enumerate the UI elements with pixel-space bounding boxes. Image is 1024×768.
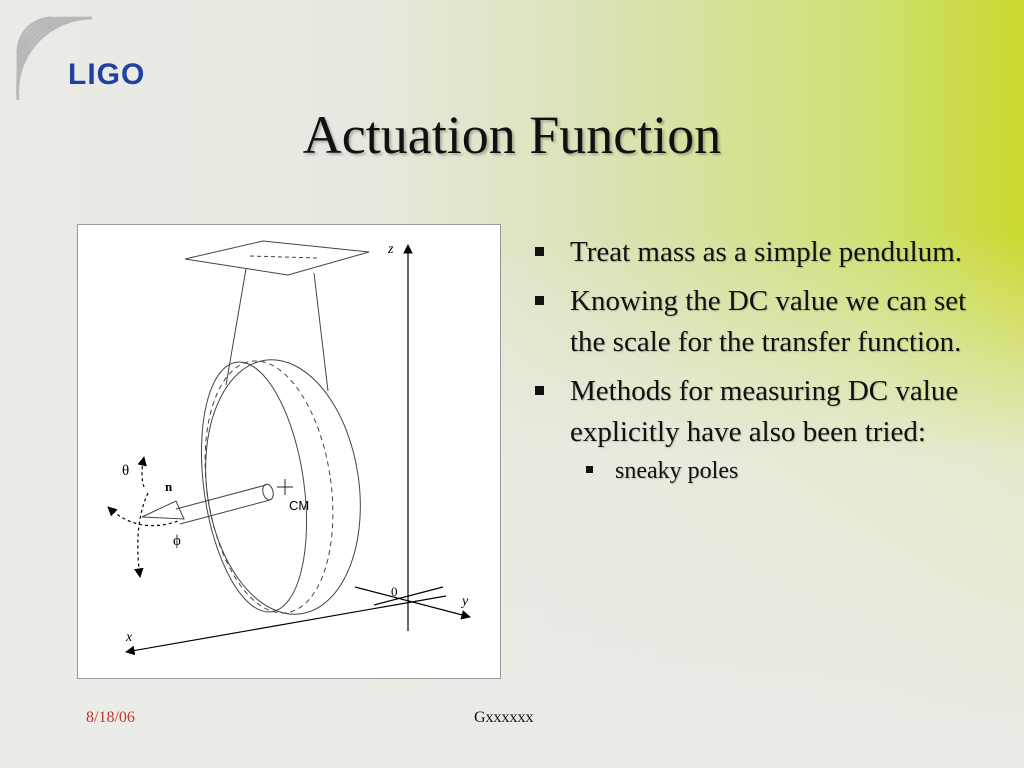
- x-label: x: [125, 630, 133, 645]
- ligo-logo: LIGO: [14, 14, 144, 104]
- cm-label: CM: [289, 498, 309, 513]
- pendulum-diagram: z y x 0 n CM θ ϕ: [107, 240, 471, 656]
- phi-arc: [107, 506, 179, 527]
- pendulum-figure: z y x 0 n CM θ ϕ: [77, 224, 501, 679]
- n-label: n: [165, 479, 173, 494]
- phi-label: ϕ: [173, 533, 181, 549]
- theta-arc: [134, 492, 149, 578]
- x-axis: [125, 595, 447, 656]
- mass-disc-back: [205, 359, 361, 615]
- y-label: y: [460, 594, 469, 609]
- mass-disc-front: [200, 361, 308, 613]
- sub-bullet-list: sneaky poles: [570, 455, 972, 487]
- slide-title: Actuation Function: [302, 105, 722, 165]
- normal-vector-tip: [141, 500, 185, 520]
- ligo-arcs-icon: [16, 16, 93, 101]
- origin-label: 0: [391, 584, 398, 599]
- theta-label: θ: [122, 463, 129, 479]
- bullet-item: Knowing the DC value we can set the scal…: [532, 281, 972, 363]
- wire-right: [313, 272, 329, 392]
- suspension-plate: [184, 240, 370, 276]
- bullet-text: Methods for measuring DC value explicitl…: [570, 375, 959, 448]
- footer-code: Gxxxxxx: [474, 709, 534, 726]
- bullet-list: Treat mass as a simple pendulum. Knowing…: [532, 232, 972, 495]
- sub-bullet-item: sneaky poles: [570, 455, 972, 487]
- wire-left: [225, 268, 247, 386]
- z-label: z: [387, 242, 394, 257]
- logo-text: LIGO: [68, 58, 146, 91]
- bullet-item: Treat mass as a simple pendulum.: [532, 232, 972, 273]
- footer-date: 8/18/06: [86, 709, 135, 726]
- bullet-item: Methods for measuring DC value explicitl…: [532, 371, 972, 487]
